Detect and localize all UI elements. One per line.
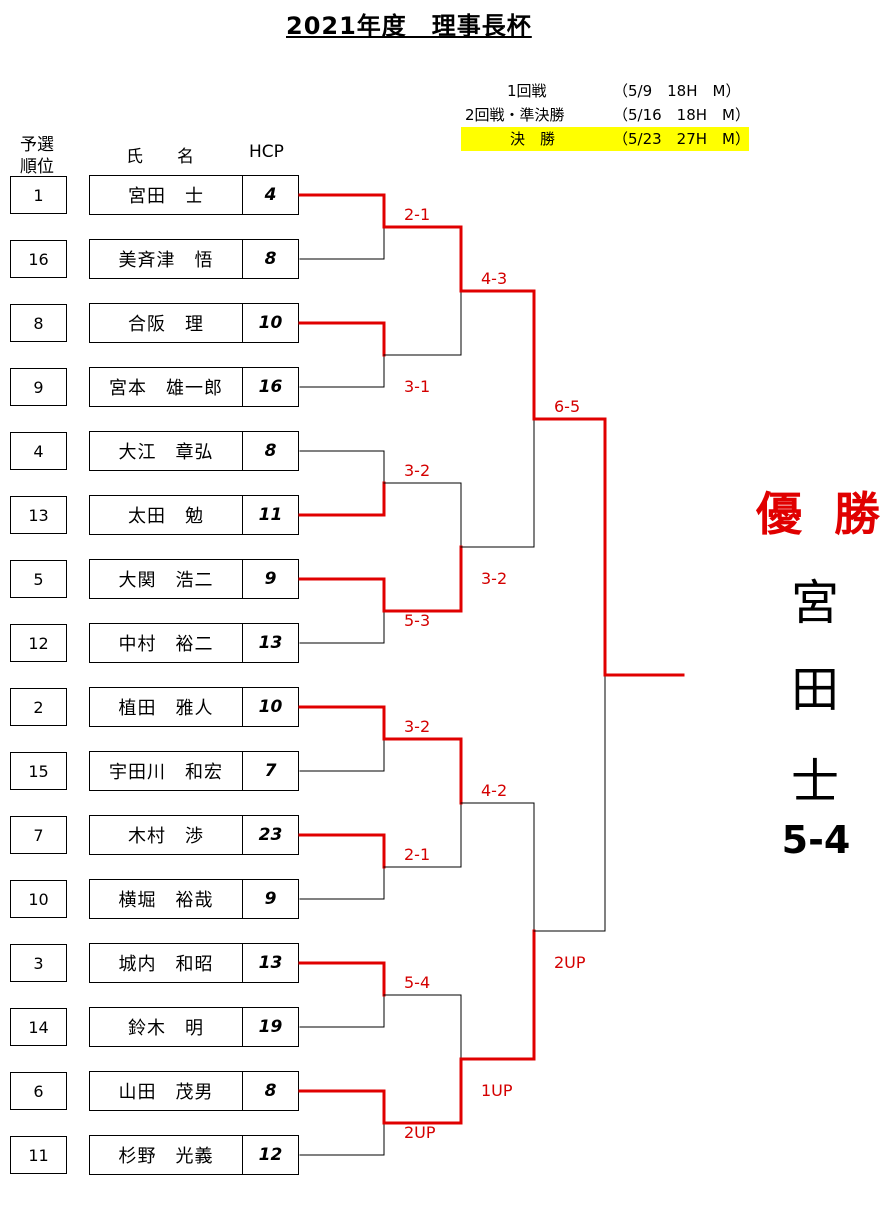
semifinal-score-1: 6-5: [554, 397, 581, 416]
header-name: 氏 名: [126, 147, 194, 167]
player-hcp: 9: [242, 879, 299, 919]
round1-score-1: 2-1: [404, 205, 431, 224]
header-hcp: HCP: [249, 142, 284, 162]
player-hcp: 7: [242, 751, 299, 791]
seed-rank: 4: [10, 432, 67, 470]
player-hcp: 8: [242, 1071, 299, 1111]
player-name: 美斉津 悟: [89, 239, 243, 279]
player-name: 大江 章弘: [89, 431, 243, 471]
seed-rank: 9: [10, 368, 67, 406]
player-name: 合阪 理: [89, 303, 243, 343]
player-name: 植田 雅人: [89, 687, 243, 727]
seed-rank: 8: [10, 304, 67, 342]
seed-rank: 15: [10, 752, 67, 790]
champion-name-char-3: 士: [790, 754, 839, 810]
round1-score-3: 3-2: [404, 461, 431, 480]
seed-rank: 1: [10, 176, 67, 214]
round2-score-1: 4-3: [481, 269, 508, 288]
player-hcp: 11: [242, 495, 299, 535]
header-seed-line1: 予選: [20, 135, 54, 155]
schedule-round2-label: 2回戦・準決勝: [465, 106, 565, 124]
schedule-round1-label: 1回戦: [507, 82, 547, 100]
round1-score-7: 5-4: [404, 973, 431, 992]
round2-score-2: 3-2: [481, 569, 508, 588]
seed-rank: 11: [10, 1136, 67, 1174]
player-hcp: 8: [242, 239, 299, 279]
player-hcp: 8: [242, 431, 299, 471]
final-score: 5-4: [781, 818, 851, 862]
player-name: 城内 和昭: [89, 943, 243, 983]
champion-name-char-1: 宮: [790, 575, 839, 631]
schedule-final-label: 決 勝: [510, 130, 556, 148]
seed-rank: 13: [10, 496, 67, 534]
player-hcp: 10: [242, 303, 299, 343]
champion-name-char-2: 田: [790, 662, 839, 718]
player-hcp: 19: [242, 1007, 299, 1047]
schedule-round1-info: （5/9 18H M）: [613, 82, 741, 100]
seed-rank: 2: [10, 688, 67, 726]
player-hcp: 16: [242, 367, 299, 407]
round1-score-2: 3-1: [404, 377, 431, 396]
seed-rank: 3: [10, 944, 67, 982]
round2-score-3: 4-2: [481, 781, 508, 800]
schedule-final-info: （5/23 27H M）: [613, 130, 750, 148]
header-seed-line2: 順位: [20, 157, 54, 177]
seed-rank: 12: [10, 624, 67, 662]
round1-score-8: 2UP: [404, 1123, 436, 1142]
round1-score-5: 3-2: [404, 717, 431, 736]
player-hcp: 4: [242, 175, 299, 215]
seed-rank: 16: [10, 240, 67, 278]
player-name: 大関 浩二: [89, 559, 243, 599]
semifinal-score-2: 2UP: [554, 953, 586, 972]
player-name: 鈴木 明: [89, 1007, 243, 1047]
player-name: 宮田 士: [89, 175, 243, 215]
final-schedule-highlight: [461, 127, 749, 151]
player-name: 木村 渉: [89, 815, 243, 855]
seed-rank: 7: [10, 816, 67, 854]
round2-score-4: 1UP: [481, 1081, 513, 1100]
player-name: 杉野 光義: [89, 1135, 243, 1175]
champion-label: 優 勝: [756, 487, 883, 541]
seed-rank: 5: [10, 560, 67, 598]
seed-rank: 14: [10, 1008, 67, 1046]
schedule-round2-info: （5/16 18H M）: [613, 106, 750, 124]
player-name: 太田 勉: [89, 495, 243, 535]
player-hcp: 10: [242, 687, 299, 727]
round1-score-4: 5-3: [404, 611, 431, 630]
player-hcp: 12: [242, 1135, 299, 1175]
page-title: 2021年度 理事長杯: [286, 12, 532, 40]
seed-rank: 6: [10, 1072, 67, 1110]
player-hcp: 13: [242, 623, 299, 663]
seed-rank: 10: [10, 880, 67, 918]
round1-score-6: 2-1: [404, 845, 431, 864]
player-name: 宮本 雄一郎: [89, 367, 243, 407]
player-name: 中村 裕二: [89, 623, 243, 663]
player-hcp: 13: [242, 943, 299, 983]
